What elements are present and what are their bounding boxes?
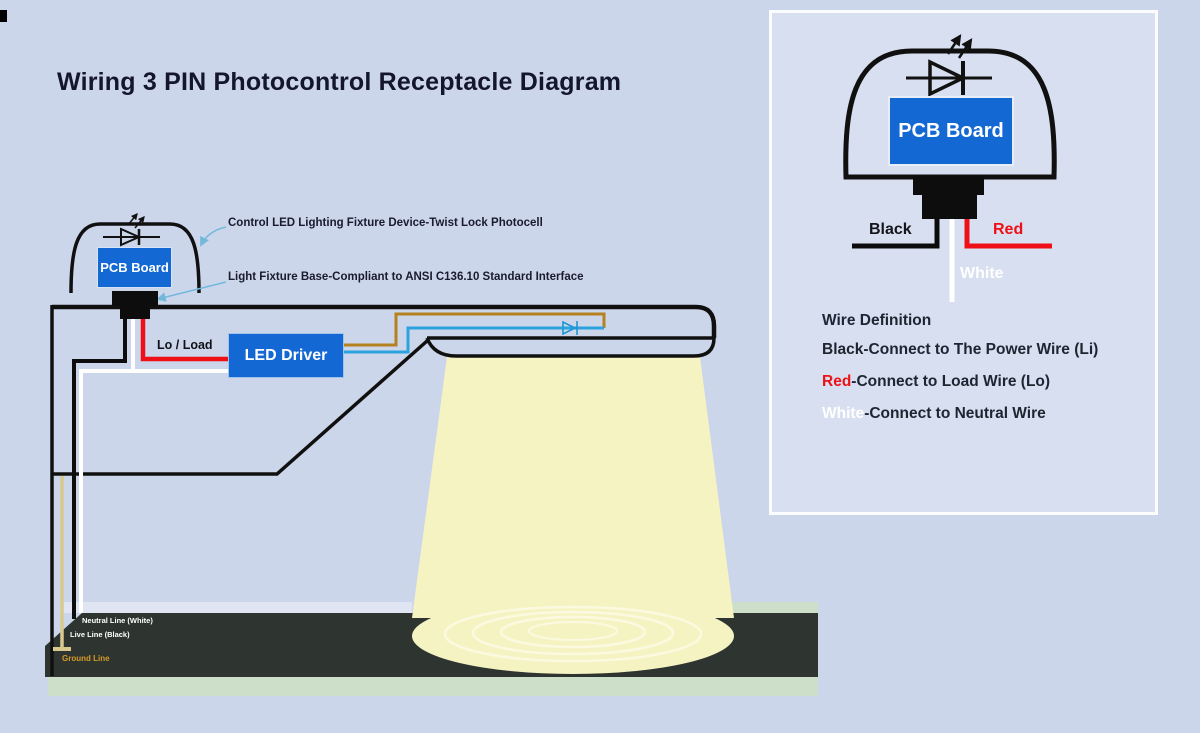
wire-name: Black xyxy=(822,341,864,358)
light-beam xyxy=(412,357,734,674)
led-symbol-icon xyxy=(562,320,578,336)
curb-band xyxy=(60,602,412,613)
photocell-base-large xyxy=(913,176,984,195)
annotation-base: Light Fixture Base-Compliant to ANSI C13… xyxy=(228,271,584,283)
wire-name: White xyxy=(822,405,865,422)
red-wire-label: Red xyxy=(993,221,1024,238)
wire-name: Red xyxy=(822,373,852,390)
corner-mark xyxy=(0,10,7,22)
led-driver-box: LED Driver xyxy=(228,333,344,378)
driver-output-wire-blue xyxy=(344,326,604,354)
wire-description: -Connect to The Power Wire (Li) xyxy=(863,341,1099,358)
white-wire-label: White xyxy=(960,265,1004,282)
wire-definition-panel xyxy=(769,10,1158,515)
ground-strip xyxy=(45,613,818,677)
wire-description: -Connect to Load Wire (Lo) xyxy=(851,373,1051,390)
annotation-photocell: Control LED Lighting Fixture Device-Twis… xyxy=(228,217,543,229)
driver-output-wire-brown xyxy=(344,312,606,347)
photocell-base xyxy=(112,291,158,306)
pcb-board-box-large: PCB Board xyxy=(888,96,1014,166)
photocell-base-plug-large xyxy=(922,195,977,219)
load-wire-label: Lo / Load xyxy=(157,338,213,352)
lamp-lens xyxy=(425,337,716,358)
wire-definition-title: Wire Definition xyxy=(822,312,932,329)
grass-band xyxy=(48,677,818,696)
neutral-line-label: Neutral Line (White) xyxy=(82,616,153,625)
annotation-arrow-photocell xyxy=(200,226,227,247)
wire-description: -Connect to Neutral Wire xyxy=(864,405,1046,422)
page-title: Wiring 3 PIN Photocontrol Receptacle Dia… xyxy=(57,68,622,96)
neutral-wire-white xyxy=(79,316,228,613)
wire-definition-row-red: Red-Connect to Load Wire (Lo) xyxy=(822,373,1050,391)
ground-line-label: Ground Line xyxy=(62,654,110,663)
black-wire-label: Black xyxy=(869,221,912,238)
pcb-board-box: PCB Board xyxy=(97,247,172,288)
photodiode-icon xyxy=(103,212,160,247)
photocell-base-plug xyxy=(120,306,150,319)
grass-top-sliver xyxy=(718,602,818,613)
live-wire-black xyxy=(72,316,127,619)
wire-definition-row-black: Black-Connect to The Power Wire (Li) xyxy=(822,341,1098,359)
wire-definition-row-white: White-Connect to Neutral Wire xyxy=(822,405,1046,423)
live-line-label: Live Line (Black) xyxy=(70,630,130,639)
